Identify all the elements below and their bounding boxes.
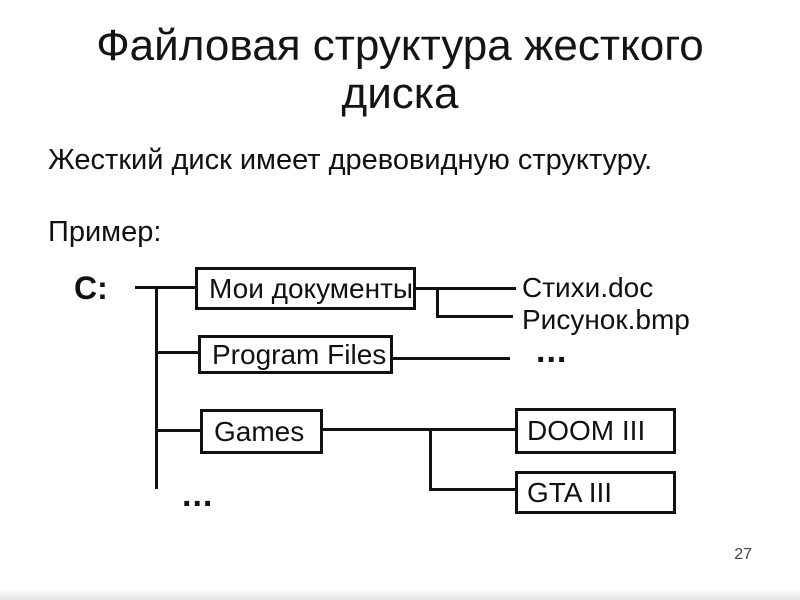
connector-root-to-documents (135, 286, 195, 289)
connector-documents-to-risunok (436, 315, 513, 318)
connector-program-files-to-more (392, 357, 510, 360)
intro-text: Жесткий диск имеет древовидную структуру… (48, 144, 653, 176)
file-label-stihi-doc: Стихи.doc (522, 272, 654, 303)
folder-box-games: Games (200, 409, 323, 454)
folder-label-program-files: Program Files (212, 338, 387, 370)
connector-trunk-to-games (157, 429, 200, 432)
file-label-risunok-bmp: Рисунок.bmp (522, 304, 690, 335)
file-box-doom: DOOM III (515, 408, 676, 454)
drive-root-label: C: (74, 270, 108, 306)
file-label-doom: DOOM III (527, 415, 646, 446)
connector-documents-to-stihi (415, 287, 516, 290)
file-label-gta: GTA III (527, 476, 613, 508)
connector-trunk-to-program-files (157, 351, 198, 354)
page-number: 27 (734, 546, 752, 563)
tree-trunk-vertical (155, 286, 158, 489)
folder-box-my-documents: Мои документы (195, 267, 416, 310)
folder-box-program-files: Program Files (198, 335, 393, 374)
ellipsis-root-more: ... (182, 476, 214, 514)
file-box-gta: GTA III (515, 471, 676, 514)
ellipsis-program-files: ... (536, 332, 568, 370)
folder-label-my-documents: Мои документы (209, 272, 414, 304)
games-branch-vertical (429, 428, 432, 491)
connector-games-to-doom (322, 428, 515, 431)
folder-label-games: Games (214, 415, 305, 447)
documents-branch-vertical (436, 287, 439, 318)
slide-title: Файловая структура жесткого диска (96, 21, 704, 118)
example-label: Пример: (48, 216, 162, 248)
bottom-edge-shadow (0, 588, 800, 600)
connector-games-to-gta (429, 488, 515, 491)
